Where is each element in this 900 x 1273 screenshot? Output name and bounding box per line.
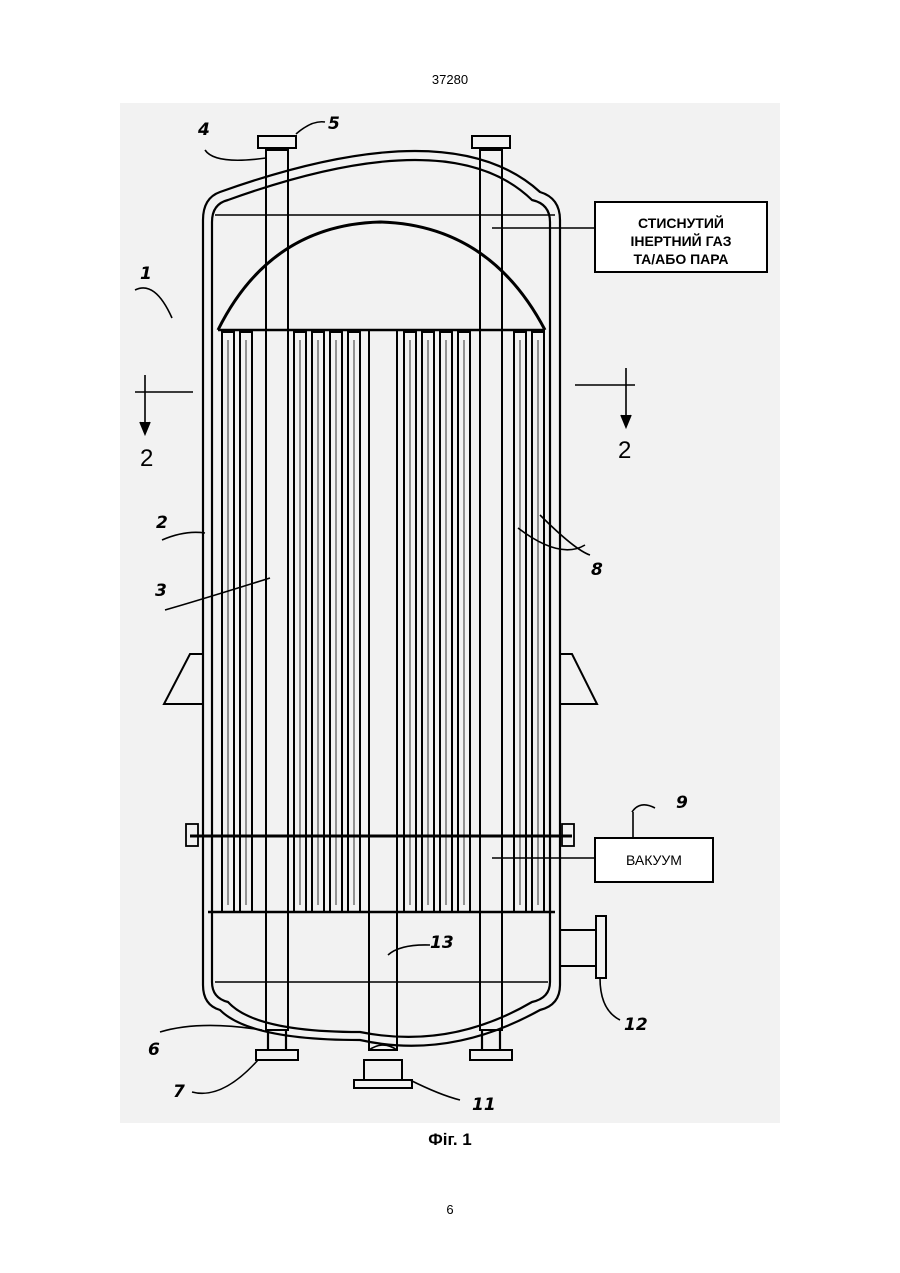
ref-label-6: 6 bbox=[148, 1040, 160, 1060]
page-number: 6 bbox=[0, 1202, 900, 1217]
ref-label-13: 13 bbox=[430, 933, 454, 953]
ref-label-12: 12 bbox=[624, 1015, 648, 1035]
ref-label-8: 8 bbox=[591, 560, 603, 580]
section-mark-right: 2 bbox=[618, 437, 631, 464]
ref-label-11: 11 bbox=[472, 1095, 496, 1115]
ref-label-9: 9 bbox=[676, 793, 688, 813]
vacuum-box-label: ВАКУУМ bbox=[626, 852, 682, 868]
ref-label-2: 2 bbox=[156, 513, 168, 533]
gas-box-line-3: ТА/АБО ПАРА bbox=[633, 251, 728, 267]
gas-box-line-1: СТИСНУТИЙ bbox=[638, 214, 724, 231]
ref-label-4: 4 bbox=[197, 120, 210, 140]
gas-box-line-2: ІНЕРТНИЙ ГАЗ bbox=[630, 232, 731, 249]
section-mark-left: 2 bbox=[140, 445, 153, 472]
ref-label-5: 5 bbox=[328, 114, 340, 134]
ref-label-1: 1 bbox=[140, 264, 152, 284]
figure-caption: Фіг. 1 bbox=[0, 1130, 900, 1150]
ref-label-7: 7 bbox=[173, 1082, 185, 1102]
ref-label-3: 3 bbox=[155, 581, 167, 601]
